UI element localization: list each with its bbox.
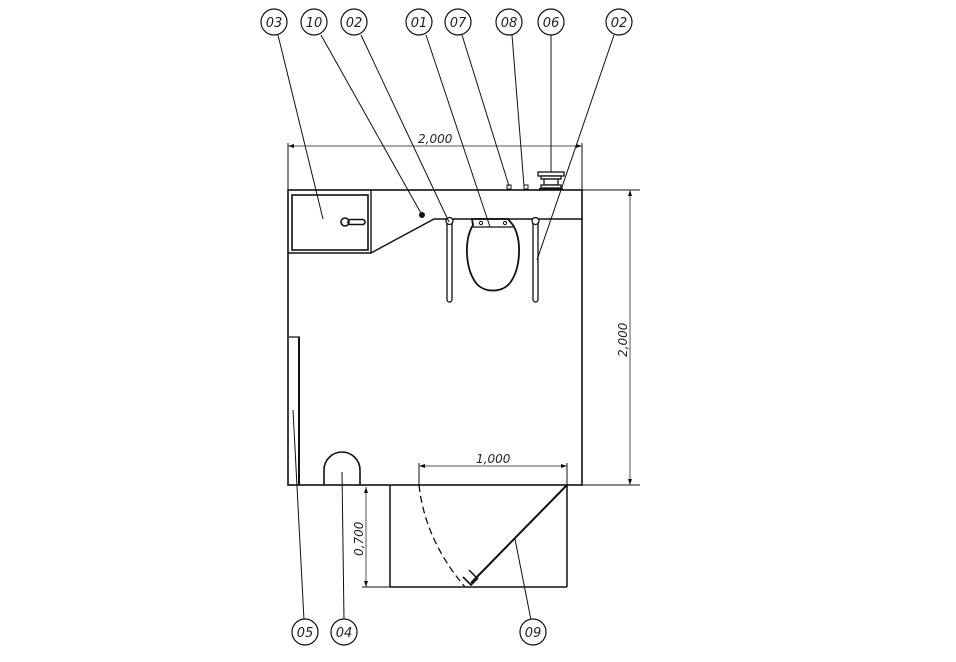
dimension-lines xyxy=(287,143,632,588)
dim-right-height: 2,000 xyxy=(616,322,630,357)
wall-mounted-unit xyxy=(537,171,565,190)
callout-01: 01 xyxy=(405,8,433,36)
callout-02-right: 02 xyxy=(605,8,633,36)
svg-text:06: 06 xyxy=(543,16,560,31)
svg-text:04: 04 xyxy=(336,626,353,641)
door xyxy=(389,484,568,588)
svg-text:08: 08 xyxy=(501,16,518,31)
svg-text:07: 07 xyxy=(450,16,467,31)
callout-02-left: 02 xyxy=(340,8,368,36)
dim-door-depth: 0,700 xyxy=(352,521,366,556)
callout-09: 09 xyxy=(519,618,547,646)
svg-text:10: 10 xyxy=(306,16,323,31)
wash-basin xyxy=(291,194,369,251)
dim-top-width: 2,000 xyxy=(418,132,453,146)
waste-bin xyxy=(323,451,361,485)
side-panel xyxy=(289,336,300,485)
toilet xyxy=(466,218,520,292)
svg-text:02: 02 xyxy=(346,16,363,31)
wall-fixtures xyxy=(506,184,529,190)
callout-05: 05 xyxy=(291,618,319,646)
svg-text:05: 05 xyxy=(297,626,314,641)
svg-text:01: 01 xyxy=(411,16,428,31)
callout-06: 06 xyxy=(537,8,565,36)
callout-08: 08 xyxy=(495,8,523,36)
callout-10: 10 xyxy=(300,8,328,36)
dim-door-width: 1,000 xyxy=(476,452,511,466)
svg-text:02: 02 xyxy=(611,16,628,31)
room-walls xyxy=(287,189,640,486)
leader-lines xyxy=(277,34,615,621)
callout-04: 04 xyxy=(330,618,358,646)
callout-03: 03 xyxy=(260,8,288,36)
svg-text:03: 03 xyxy=(266,16,283,31)
callout-07: 07 xyxy=(444,8,472,36)
svg-text:09: 09 xyxy=(525,626,542,641)
grab-bars xyxy=(445,216,540,303)
